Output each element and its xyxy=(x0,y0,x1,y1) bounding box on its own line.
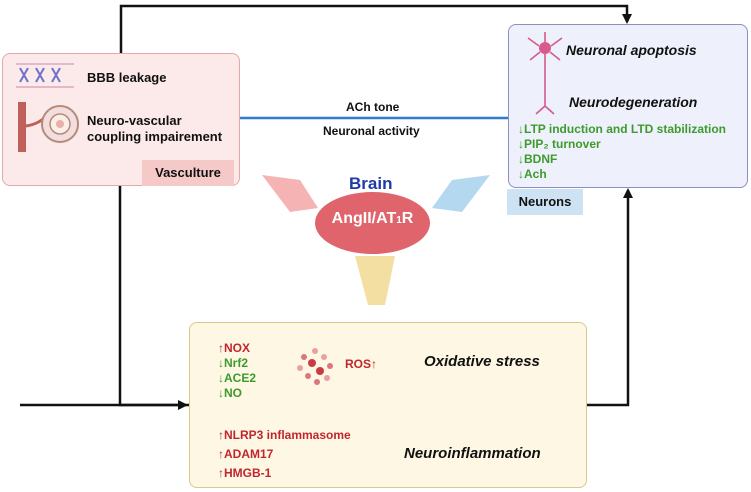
neuron-item-bdnf: ↓BDNF xyxy=(518,152,558,166)
factor-adam17: ↑ADAM17 xyxy=(218,447,274,461)
ros-label: ROS↑ xyxy=(345,357,378,371)
receptor-main: AngII/AT xyxy=(331,210,397,227)
factor-ace2: ↓ACE2 xyxy=(218,371,257,385)
brain-label: Brain xyxy=(349,174,393,193)
arrow-top-loop xyxy=(119,4,632,53)
mechanisms-box xyxy=(189,322,587,488)
receptor-sub: 1 xyxy=(396,215,402,226)
bbb-icon xyxy=(16,63,74,88)
apoptosis-label: Neuronal apoptosis xyxy=(566,42,697,58)
factor-no: ↓NO xyxy=(218,386,242,400)
chevron-left xyxy=(262,175,318,212)
neurodegeneration-label: Neurodegeneration xyxy=(569,94,698,110)
oxidative-stress-label: Oxidative stress xyxy=(424,353,540,370)
vessel-icon xyxy=(18,102,79,152)
factor-hmgb1: ↑HMGB-1 xyxy=(218,466,272,480)
vasculature-tag: Vasculture xyxy=(142,160,234,186)
oxidative-factors: ↑NOX ↓Nrf2 ↓ACE2 ↓NO xyxy=(218,341,256,401)
factor-nox: ↑NOX xyxy=(218,341,251,355)
arrow-left-up xyxy=(115,164,189,407)
arrow-right-up xyxy=(587,188,633,407)
nvc-line-2: coupling impairement xyxy=(87,129,223,144)
neuron-icon xyxy=(527,32,563,115)
neurons-tag: Neurons xyxy=(507,189,583,215)
neuron-item-ach: ↓Ach xyxy=(518,167,547,181)
nvc-label: Neuro-vascular coupling impairement xyxy=(87,113,222,145)
receptor-label: AngII/AT1R xyxy=(315,210,430,228)
inflammatory-factors: ↑NLRP3 inflammasome ↑ADAM17 ↑HMGB-1 xyxy=(218,426,351,483)
neuroinflammation-label: Neuroinflammation xyxy=(404,445,541,462)
neuron-items: ↓LTP induction and LTD stabilization ↓PI… xyxy=(518,122,726,182)
neuron-item-ltp: ↓LTP induction and LTD stabilization xyxy=(518,122,726,136)
factor-nlrp3: ↑NLRP3 inflammasome xyxy=(218,428,351,442)
factor-nrf2: ↓Nrf2 xyxy=(218,356,249,370)
ach-tone-label: ACh tone xyxy=(346,100,400,114)
ros-particles-icon xyxy=(297,348,333,385)
nvc-line-1: Neuro-vascular xyxy=(87,113,182,128)
bbb-label: BBB leakage xyxy=(87,70,167,85)
receptor-end: R xyxy=(401,210,414,227)
neuronal-activity-label: Neuronal activity xyxy=(323,124,420,138)
receptor-ellipse xyxy=(315,192,430,254)
chevron-right xyxy=(432,175,490,212)
neuron-item-pip2: ↓PIP₂ turnover xyxy=(518,137,601,151)
chevron-down xyxy=(355,256,395,305)
